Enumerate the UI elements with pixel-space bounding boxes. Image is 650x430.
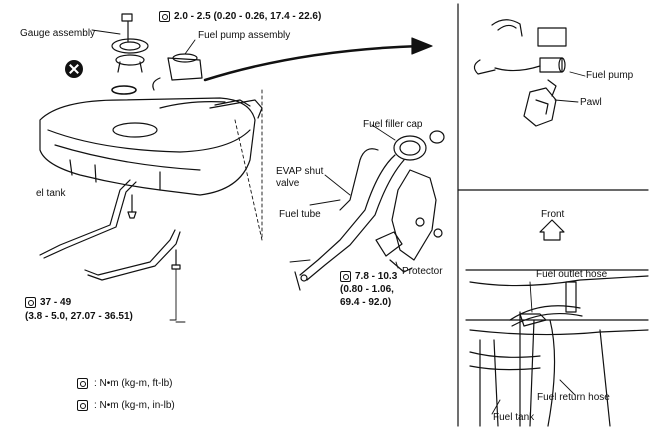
- fuel-filler-drawing: [289, 124, 445, 291]
- gauge-assembly-drawing: [91, 13, 149, 95]
- fuel-tank-drawing: [39, 97, 263, 196]
- hose-routing-drawing: [465, 219, 649, 427]
- torque-wrench-icon-legend-1: [77, 378, 88, 389]
- torque-spec-mid-3: 69.4 - 92.0): [340, 297, 392, 308]
- label-fuel-return-hose: Fuel return hose: [537, 392, 610, 403]
- torque-spec-left-2: (3.8 - 5.0, 27.07 - 36.51): [25, 311, 133, 322]
- label-protector: Protector: [402, 266, 443, 277]
- label-fuel-pump: Fuel pump: [586, 70, 634, 81]
- label-gauge-assembly: Gauge assembly: [20, 28, 96, 39]
- torque-wrench-icon: [159, 11, 170, 22]
- torque-wrench-icon-mid: [340, 271, 351, 282]
- torque-wrench-icon-legend-2: [77, 400, 88, 411]
- torque-spec-mid-2: (0.80 - 1.06,: [340, 284, 394, 295]
- label-fuel-pump-assembly: Fuel pump assembly: [198, 30, 291, 41]
- pointer-arrowhead: [411, 37, 433, 55]
- fuel-pump-detail-drawing: [473, 19, 586, 127]
- pointer-arrow: [203, 44, 422, 82]
- label-fuel-tube: Fuel tube: [279, 209, 321, 220]
- fuel-pump-assembly-drawing: [152, 39, 203, 91]
- legend-nm-inlb: : N•m (kg-m, in-lb): [94, 400, 175, 411]
- legend-nm-ftlb: : N•m (kg-m, ft-lb): [94, 378, 173, 389]
- label-fuel-tank-left: el tank: [36, 188, 66, 199]
- label-pawl: Pawl: [580, 97, 602, 108]
- torque-spec-left-1: 37 - 49: [40, 297, 72, 308]
- dash-line: [234, 119, 263, 241]
- label-fuel-outlet-hose: Fuel outlet hose: [536, 269, 608, 280]
- label-fuel-filler-cap: Fuel filler cap: [363, 119, 423, 130]
- label-fuel-tank-bottom: Fuel tank: [493, 412, 535, 423]
- label-evap-shut: EVAP shut: [276, 166, 324, 177]
- do-not-reuse-icon: [65, 60, 83, 78]
- tank-straps-drawing: [39, 179, 181, 321]
- torque-spec-mid-1: 7.8 - 10.3: [355, 271, 398, 282]
- torque-wrench-icon-left: [25, 297, 36, 308]
- torque-spec-top: 2.0 - 2.5 (0.20 - 0.26, 17.4 - 22.6): [174, 11, 322, 22]
- label-front: Front: [541, 209, 565, 220]
- label-evap-valve: valve: [276, 178, 300, 189]
